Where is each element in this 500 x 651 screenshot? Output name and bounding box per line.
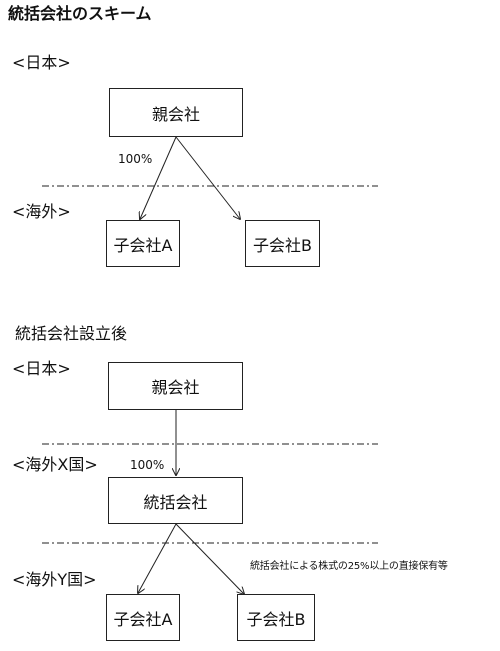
child-company-a-box-2: 子会社A (106, 594, 180, 641)
ownership-note: 統括会社による株式の25%以上の直接保有等 (250, 561, 448, 572)
holding-company-box: 統括会社 (108, 477, 243, 524)
ownership-label-2: 100% (130, 458, 165, 472)
holding-company-label: 統括会社 (143, 492, 208, 512)
parent-company-label-2: 親会社 (151, 378, 200, 397)
child-company-b-label: 子会社B (253, 235, 312, 255)
section2-title: 統括会社設立後 (15, 324, 128, 343)
region-label-overseas: <海外> (12, 202, 71, 221)
arrow-parent-to-child-b (175, 136, 240, 219)
child-company-a-box: 子会社A (106, 220, 180, 267)
parent-company-box: 親会社 (109, 88, 243, 137)
child-company-b-label-2: 子会社B (246, 609, 306, 629)
region-label-overseas-y: <海外Y国> (12, 570, 97, 589)
arrow-holding-to-child-b (175, 523, 244, 594)
ownership-label: 100% (118, 152, 153, 166)
child-company-b-box-2: 子会社B (237, 594, 315, 641)
region-label-japan-2: <日本> (12, 359, 71, 378)
child-company-a-label: 子会社A (113, 235, 173, 255)
region-label-overseas-x: <海外X国> (12, 455, 98, 474)
child-company-b-box: 子会社B (245, 220, 320, 267)
parent-company-box-2: 親会社 (108, 362, 243, 410)
arrow-holding-to-child-a (138, 523, 177, 593)
parent-company-label: 親会社 (151, 104, 200, 124)
arrow-parent-to-child-a (140, 136, 177, 219)
section1-title: 統括会社のスキーム (8, 4, 152, 23)
region-label-japan: <日本> (12, 53, 71, 72)
child-company-a-label-2: 子会社A (113, 609, 173, 629)
